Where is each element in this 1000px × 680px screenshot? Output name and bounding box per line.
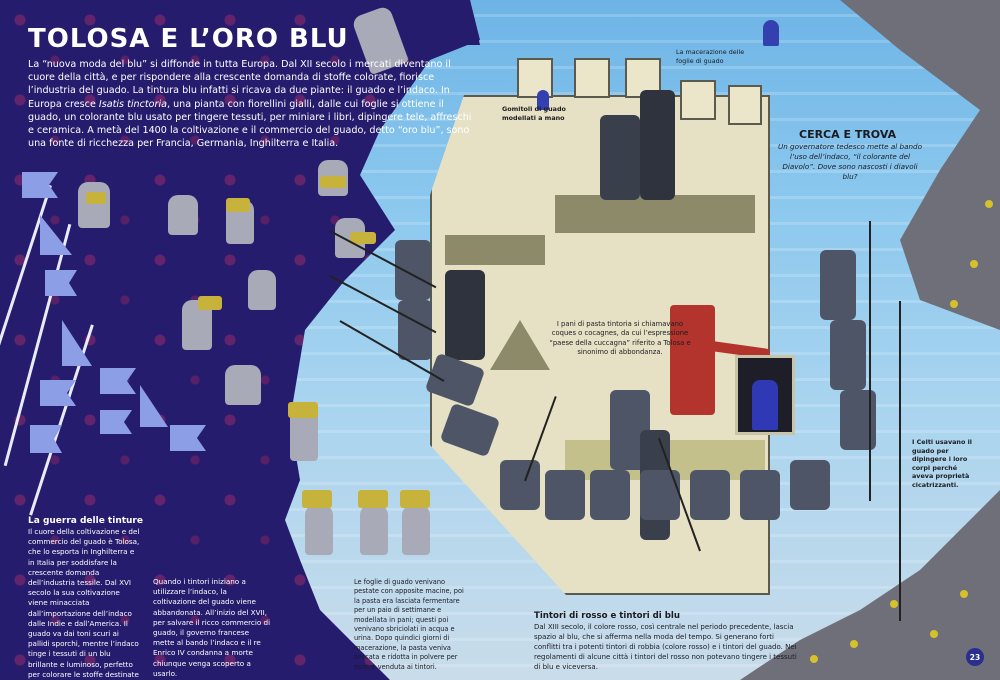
caption-celti: I Celti usavano il guado per dipingere i… bbox=[912, 438, 972, 489]
castle-roof bbox=[445, 235, 545, 265]
worker-figure bbox=[305, 505, 333, 555]
worker-figure bbox=[248, 270, 276, 310]
woad-flower bbox=[950, 300, 958, 308]
armored-soldier bbox=[830, 320, 866, 390]
dyers-text: Dal XIII secolo, il colore rosso, così c… bbox=[534, 623, 797, 671]
woad-flower bbox=[930, 630, 938, 638]
armored-soldier bbox=[820, 250, 856, 320]
armored-soldier bbox=[590, 470, 630, 520]
soldier-figure bbox=[445, 270, 485, 360]
spear bbox=[899, 301, 901, 621]
woad-basket bbox=[302, 490, 332, 508]
red-robed-figure bbox=[670, 305, 715, 415]
woad-flower bbox=[970, 260, 978, 268]
intro-paragraph: La “nuova moda del blu” si diffonde in t… bbox=[28, 59, 472, 150]
sidebar-text-1: Il cuore della coltivazione e del commer… bbox=[28, 527, 140, 679]
armored-soldier bbox=[500, 460, 540, 510]
woad-basket bbox=[288, 402, 318, 418]
woad-basket bbox=[226, 198, 250, 212]
worker-figure bbox=[402, 505, 430, 555]
woad-basket bbox=[198, 296, 222, 310]
armored-soldier bbox=[398, 300, 432, 360]
caption-foglie: Le foglie di guado venivano pestate con … bbox=[354, 578, 464, 671]
worker-figure bbox=[225, 365, 261, 405]
woad-basket bbox=[86, 192, 106, 204]
soldier-figure bbox=[640, 90, 675, 200]
woad-basket bbox=[350, 232, 376, 244]
woad-flower bbox=[810, 655, 818, 663]
blue-devil-figure bbox=[763, 20, 779, 46]
worker-figure bbox=[360, 505, 388, 555]
armored-soldier bbox=[740, 470, 780, 520]
castle-tower bbox=[728, 85, 762, 125]
soldier-figure bbox=[600, 115, 640, 200]
castle-tower bbox=[574, 58, 610, 98]
worker-figure bbox=[78, 182, 110, 228]
page-title: TOLOSA E L’ORO BLU bbox=[28, 24, 349, 54]
sidebar-heading: La guerra delle tinture bbox=[28, 516, 143, 526]
intro-italic-term: Isatis tinctoria bbox=[98, 98, 167, 110]
woad-flower bbox=[890, 600, 898, 608]
search-find-heading: CERCA E TROVA bbox=[799, 128, 897, 141]
castle-tower bbox=[680, 80, 716, 120]
blue-devil-figure bbox=[537, 90, 549, 110]
worker-figure bbox=[168, 195, 198, 235]
woad-basket bbox=[358, 490, 388, 508]
woad-basket bbox=[320, 176, 346, 188]
sidebar-text-2: Quando i tintori iniziano a utilizzare l… bbox=[153, 577, 271, 678]
spear bbox=[869, 221, 871, 501]
woad-flower bbox=[960, 590, 968, 598]
armored-soldier bbox=[790, 460, 830, 510]
caption-macerazione: La macerazione delle foglie di guado bbox=[676, 48, 745, 65]
castle-roof bbox=[555, 195, 755, 233]
armored-soldier bbox=[690, 470, 730, 520]
caption-pani: I pani di pasta tintoria si chiamavano c… bbox=[549, 320, 691, 357]
woad-flower bbox=[985, 200, 993, 208]
caption-gomitoli: Gomitoli di guado modellati a mano bbox=[502, 105, 566, 122]
blue-devil-figure bbox=[752, 380, 778, 430]
search-find-text: Un governatore tedesco mette al bando l’… bbox=[777, 142, 923, 181]
page-number-badge: 23 bbox=[966, 648, 984, 666]
woad-basket bbox=[400, 490, 430, 508]
woad-flower bbox=[850, 640, 858, 648]
dyers-heading: Tintori di rosso e tintori di blu bbox=[534, 611, 680, 621]
armored-soldier bbox=[545, 470, 585, 520]
